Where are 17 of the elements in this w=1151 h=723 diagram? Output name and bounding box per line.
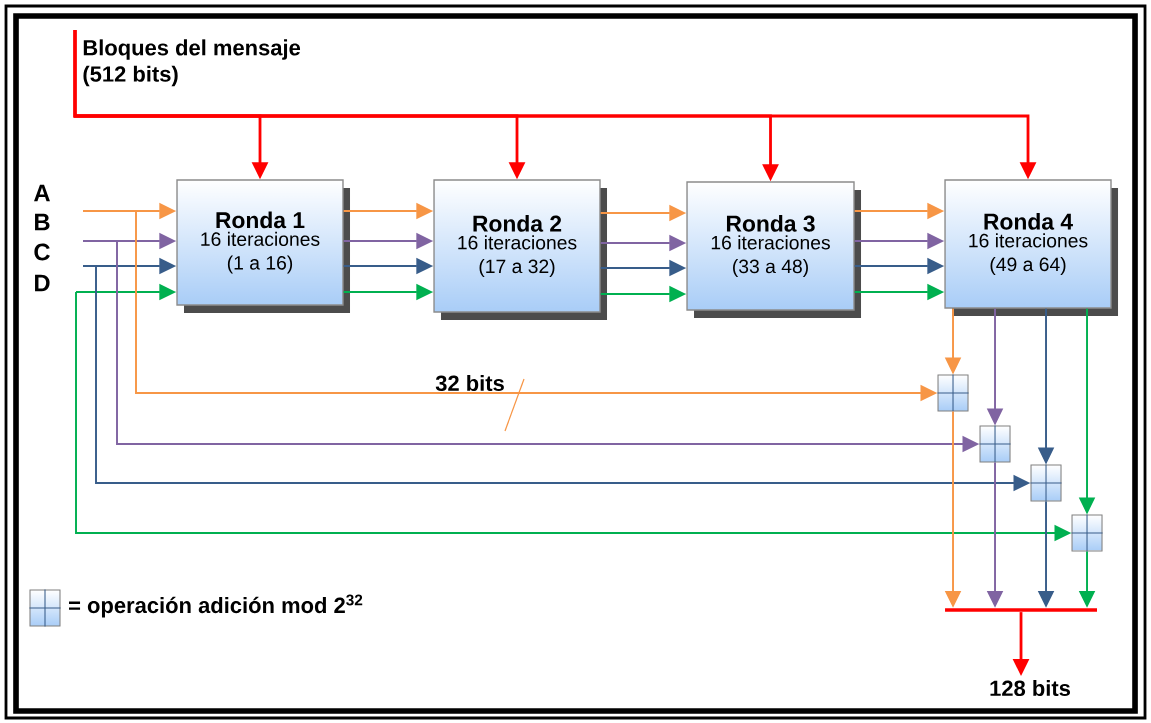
output-label: 128 bits — [990, 679, 1070, 697]
adder-symbol — [1029, 463, 1063, 503]
input-label: D — [35, 274, 50, 292]
input-label: B — [35, 213, 50, 231]
round-box: Ronda 1 16 iteraciones (1 a 16) — [176, 179, 350, 313]
round-box: Ronda 3 16 iteraciones (33 a 48) — [686, 181, 861, 318]
adder-symbol — [936, 373, 970, 413]
round-box: Ronda 2 16 iteraciones (17 a 32) — [433, 179, 607, 320]
input-label: C — [34, 243, 50, 261]
adder-symbol — [1070, 513, 1104, 553]
node-label: Bloques del mensaje (512 bits) — [83, 39, 301, 87]
round-box: Ronda 4 16 iteraciones (49 a 64) — [944, 179, 1118, 316]
adder-symbol — [978, 424, 1012, 464]
output-bar — [945, 608, 1097, 612]
legend-text: = operación adición mod 2$^{32}$ — [69, 594, 363, 618]
input-label: A — [34, 184, 50, 202]
bit-width-label: 32 bits — [435, 374, 504, 392]
